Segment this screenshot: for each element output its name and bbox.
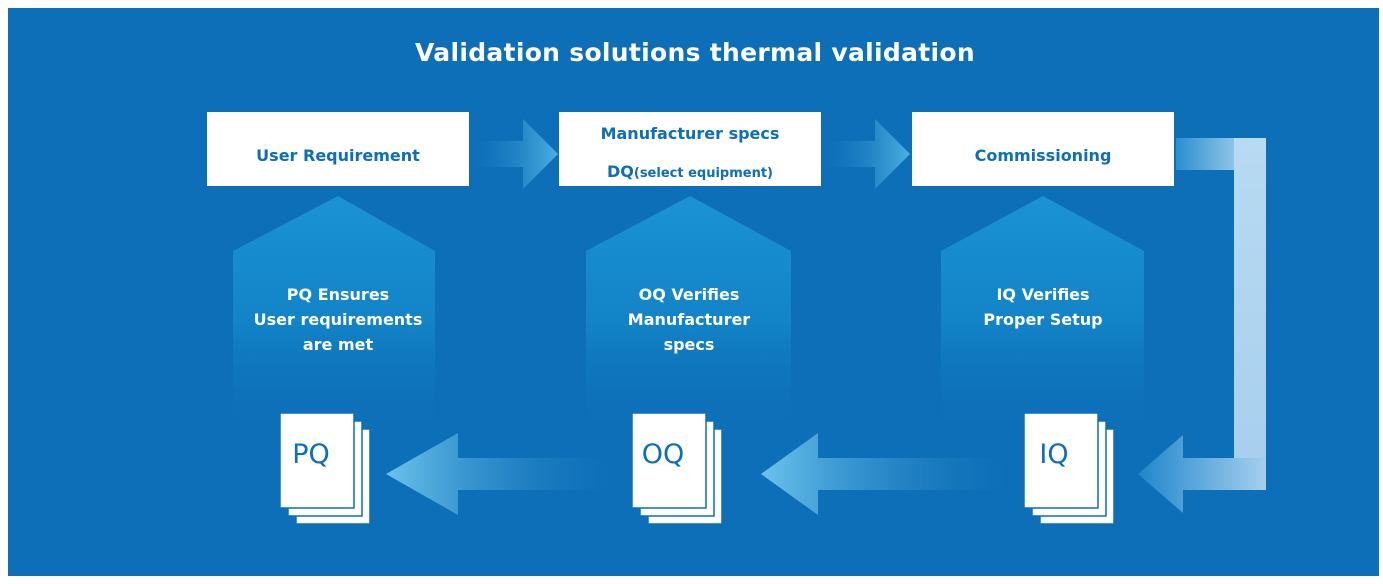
iq-document-stack: IQ [1023,412,1115,525]
iq-document-icon [1023,412,1115,525]
return-arrow-bottom [1138,435,1266,513]
box-manufacturer-specs: Manufacturer specs DQ(select equipment) [559,112,821,186]
oq-document-label: OQ [642,439,685,470]
house-pq [233,196,435,428]
oq-line-1: OQ Verifies [639,285,740,304]
dq-label: DQ [607,162,634,181]
pq-document-label: PQ [292,439,330,470]
pq-document-icon [279,412,371,525]
oq-document-icon [631,412,723,525]
box-commissioning: Commissioning [912,112,1174,186]
arrow-left-oq-to-pq [386,433,614,515]
pq-line-2: User requirements [254,310,423,329]
validation-flow-diagram: Validation solutions thermal validation … [207,38,1266,525]
arrow-right-2 [822,119,910,189]
box-commissioning-text: Commissioning [975,146,1112,165]
house-iq [941,196,1144,428]
oq-document-stack: OQ [631,412,723,525]
pq-line-1: PQ Ensures [287,285,389,304]
iq-line-2: Proper Setup [983,310,1102,329]
diagram-panel: Validation solutions thermal validation … [8,8,1379,576]
pq-document-stack: PQ [279,412,371,525]
oq-line-3: specs [664,335,715,354]
iq-document-label: IQ [1039,439,1068,470]
pq-line-3: are met [303,335,374,354]
arrow-left-iq-to-oq [761,433,1008,515]
box-manufacturer-specs-line2: DQ(select equipment) [607,162,773,181]
house-oq [586,196,791,428]
oq-line-2: Manufacturer [628,310,751,329]
return-arrow-vertical [1234,138,1266,490]
arrow-right-1 [470,119,558,189]
box-user-requirement-text: User Requirement [256,146,420,165]
diagram-title: Validation solutions thermal validation [415,38,975,67]
box-user-requirement: User Requirement [207,112,469,186]
iq-line-1: IQ Verifies [996,285,1089,304]
select-equipment-label: (select equipment) [634,166,773,181]
box-manufacturer-specs-line1: Manufacturer specs [601,124,780,143]
